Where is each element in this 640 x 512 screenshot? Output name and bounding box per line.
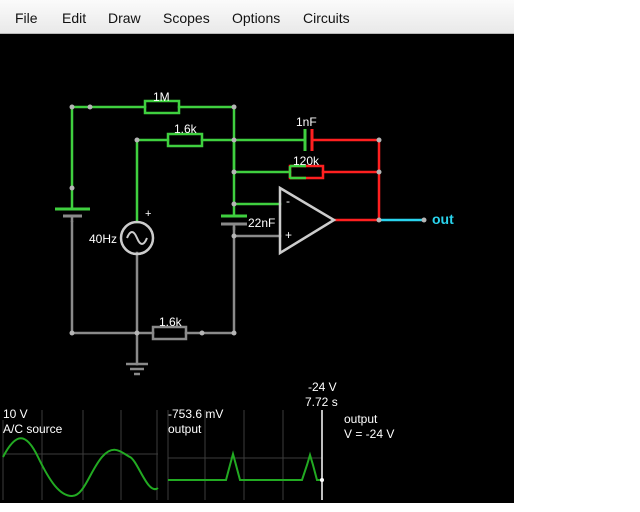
capacitor-1nf[interactable] <box>303 129 314 151</box>
menu-bar: File Edit Draw Scopes Options Circuits <box>0 0 514 34</box>
label-r-feedback: 120k <box>293 154 320 168</box>
scope1-value: 10 V <box>3 407 28 421</box>
sim-time: 7.72 s <box>305 395 338 409</box>
scope2-top-value: -24 V <box>308 380 337 394</box>
label-r-bottom: 1.6k <box>159 315 182 329</box>
menu-file[interactable]: File <box>15 10 38 26</box>
label-r-input: 1.6k <box>174 122 197 136</box>
circuit-canvas[interactable]: 1M 1.6k 1nF 120k 22nF 40Hz 1.6k + - + ou… <box>0 34 514 503</box>
label-r-top: 1M <box>153 90 170 104</box>
menu-options[interactable]: Options <box>232 10 281 26</box>
label-cap-ground: 22nF <box>248 216 276 230</box>
circuit-drawing <box>2 99 427 500</box>
scope-output[interactable] <box>167 410 324 500</box>
resistor-1m[interactable] <box>143 99 181 115</box>
resistor-1.6k-input[interactable] <box>166 132 204 148</box>
scope2-value: -753.6 mV <box>168 407 224 421</box>
wires-neutral <box>70 220 282 366</box>
label-cap-feedback: 1nF <box>296 115 317 129</box>
battery-symbol[interactable] <box>55 188 90 222</box>
scope1-name: A/C source <box>3 422 63 436</box>
ground-symbol <box>126 362 148 376</box>
wires-negative <box>310 138 381 222</box>
label-opamp-minus: - <box>286 194 290 208</box>
resistor-1.6k-bottom[interactable] <box>151 325 188 341</box>
scope2-trace <box>168 450 322 481</box>
scope-ac-source[interactable] <box>2 410 159 500</box>
info-value: V = -24 V <box>344 427 395 441</box>
label-opamp-plus: + <box>285 228 293 242</box>
label-source-freq: 40Hz <box>89 232 118 246</box>
scope2-name: output <box>168 422 202 436</box>
info-name: output <box>344 412 378 426</box>
label-source-plus: + <box>145 208 152 220</box>
label-output: out <box>432 211 454 227</box>
ac-source-symbol[interactable] <box>119 220 155 256</box>
menu-edit[interactable]: Edit <box>62 10 87 26</box>
capacitor-22nf[interactable] <box>221 214 247 230</box>
menu-circuits[interactable]: Circuits <box>303 10 350 26</box>
circuit-nodes <box>69 104 427 336</box>
menu-draw[interactable]: Draw <box>108 10 141 26</box>
menu-scopes[interactable]: Scopes <box>163 10 210 26</box>
opamp-symbol[interactable] <box>278 185 337 256</box>
app-window: File Edit Draw Scopes Options Circuits <box>0 0 514 503</box>
scope1-trace <box>2 437 159 498</box>
